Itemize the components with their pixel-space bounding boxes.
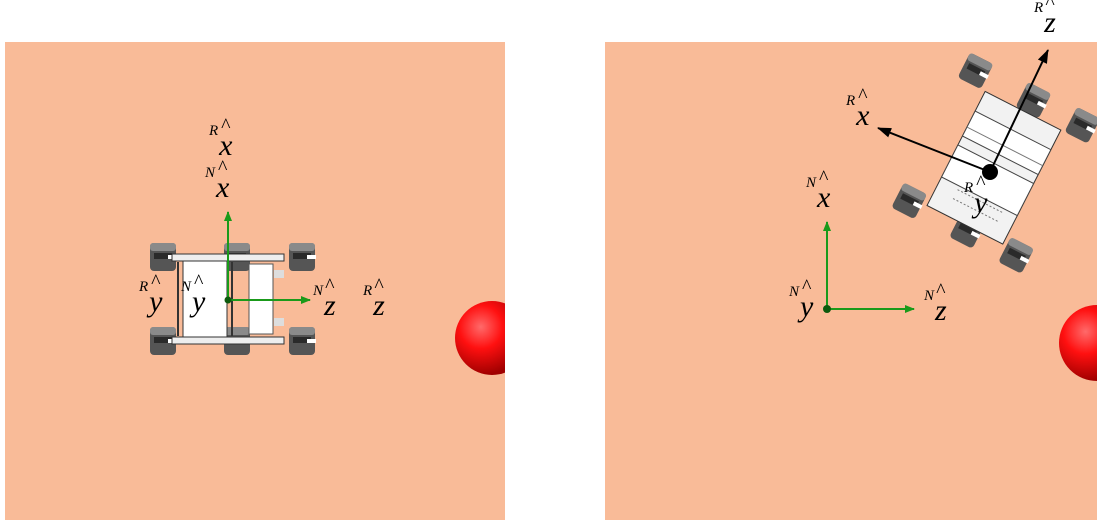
left-label-R-z: R^z bbox=[363, 275, 385, 322]
right-label-R-z: R^z bbox=[1034, 0, 1056, 39]
left-label-R-y: R^y bbox=[139, 271, 163, 318]
left-label-N-y: N^y bbox=[181, 271, 206, 318]
left-label-N-x: N^x bbox=[205, 157, 230, 204]
right-label-R-x: R^x bbox=[846, 85, 870, 132]
right-label-N-z: N^z bbox=[924, 280, 947, 327]
right-R-origin bbox=[982, 164, 998, 180]
left-label-R-x: R^x bbox=[209, 115, 233, 162]
right-R-z-axis bbox=[989, 49, 1049, 173]
red-sphere bbox=[1059, 305, 1097, 381]
red-sphere bbox=[455, 301, 505, 375]
right-label-N-y: N^y bbox=[789, 276, 814, 323]
left-origin bbox=[224, 296, 232, 304]
left-N-frame-axes bbox=[224, 211, 311, 304]
right-label-R-y: R^y bbox=[964, 172, 988, 219]
right-R-x-axis bbox=[877, 127, 991, 173]
left-label-N-z: N^z bbox=[313, 275, 336, 322]
right-label-N-x: N^x bbox=[806, 167, 831, 214]
right-R-frame-axes bbox=[877, 49, 1049, 180]
right-N-frame-axes bbox=[823, 221, 915, 313]
right-N-origin bbox=[823, 305, 831, 313]
